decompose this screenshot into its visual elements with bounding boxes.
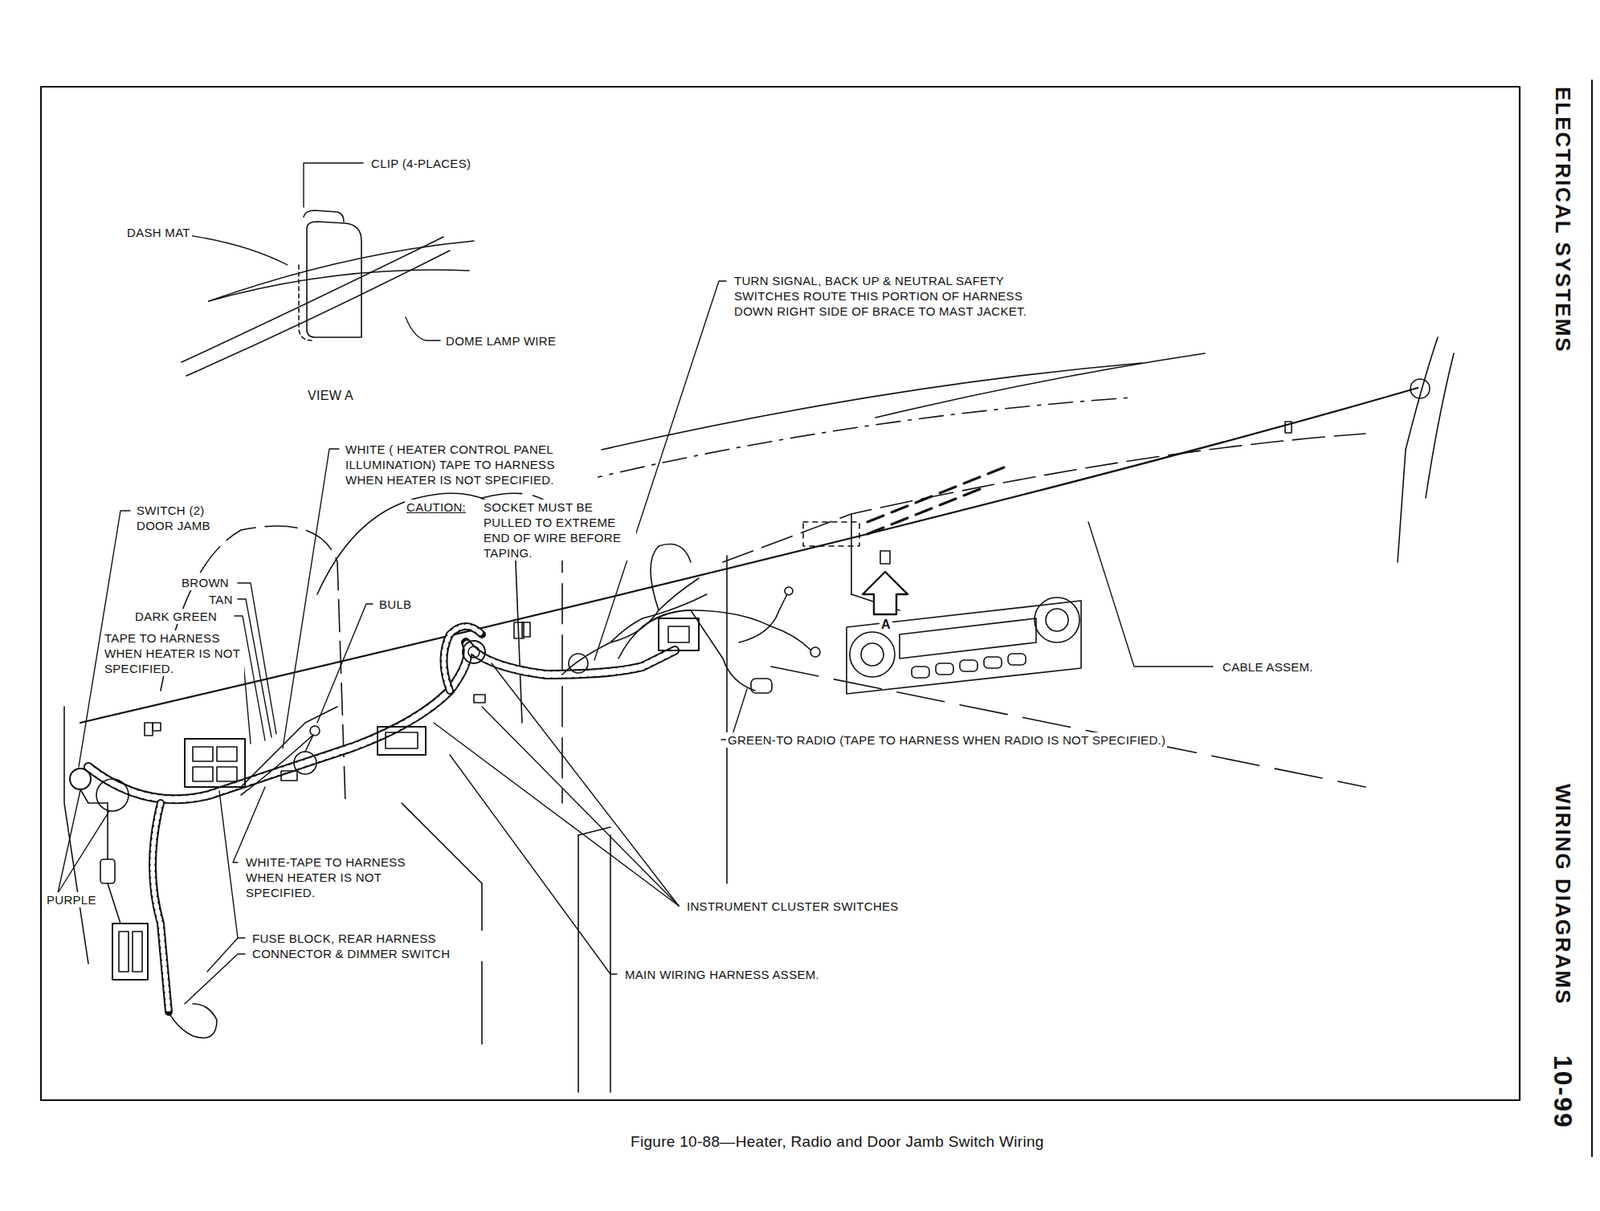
callout-label: DOME LAMP WIRE xyxy=(444,333,558,349)
callout-label: FUSE BLOCK, REAR HARNESS CONNECTOR & DIM… xyxy=(250,930,487,962)
callout-label: PURPLE xyxy=(44,892,98,908)
callout-label: GREEN-TO RADIO (TAPE TO HARNESS WHEN RAD… xyxy=(726,732,1168,748)
view-a-detail xyxy=(181,210,474,376)
leader-lines xyxy=(57,163,1213,1005)
callout-label: MAIN WIRING HARNESS ASSEM. xyxy=(623,967,821,983)
page-header: WIRING DIAGRAMS xyxy=(1549,783,1576,1006)
callout-label: BULB xyxy=(377,596,413,613)
callout-label: BROWN xyxy=(179,575,231,591)
callout-label: WHITE ( HEATER CONTROL PANEL ILLUMINATIO… xyxy=(343,441,598,488)
cable-assembly xyxy=(80,379,1430,736)
callout-label: TURN SIGNAL, BACK UP & NEUTRAL SAFETY SW… xyxy=(732,273,1035,319)
view-arrow xyxy=(862,571,908,615)
page-header: ELECTRICAL SYSTEMS xyxy=(1549,86,1576,354)
callout-label: TAN xyxy=(207,591,235,608)
callout-label: SWITCH (2) DOOR JAMB xyxy=(134,502,230,534)
callout-label: TAPE TO HARNESS WHEN HEATER IS NOT SPECI… xyxy=(102,630,245,677)
callout-label: WHITE-TAPE TO HARNESS WHEN HEATER IS NOT… xyxy=(244,854,439,901)
callout-label: DARK GREEN xyxy=(133,608,219,625)
callout-label: SOCKET MUST BE PULLED TO EXTREME END OF … xyxy=(481,499,637,561)
callout-label: CAUTION: xyxy=(404,499,468,515)
callout-label: INSTRUMENT CLUSTER SWITCHES xyxy=(685,898,901,915)
page-header: 10-99 xyxy=(1546,1055,1580,1130)
figure-caption: Figure 10-88—Heater, Radio and Door Jamb… xyxy=(628,1132,1046,1152)
callout-label: CLIP (4-PLACES) xyxy=(369,155,473,172)
callout-label: A xyxy=(879,616,893,633)
callout-label: CABLE ASSEM. xyxy=(1220,659,1315,675)
margin-rule xyxy=(1591,80,1593,1157)
instrument-panel xyxy=(64,337,1454,1093)
main-harness xyxy=(88,544,821,1013)
callout-label: VIEW A xyxy=(306,387,356,405)
callout-label: DASH MAT xyxy=(125,224,192,241)
page-frame xyxy=(40,86,1520,1101)
